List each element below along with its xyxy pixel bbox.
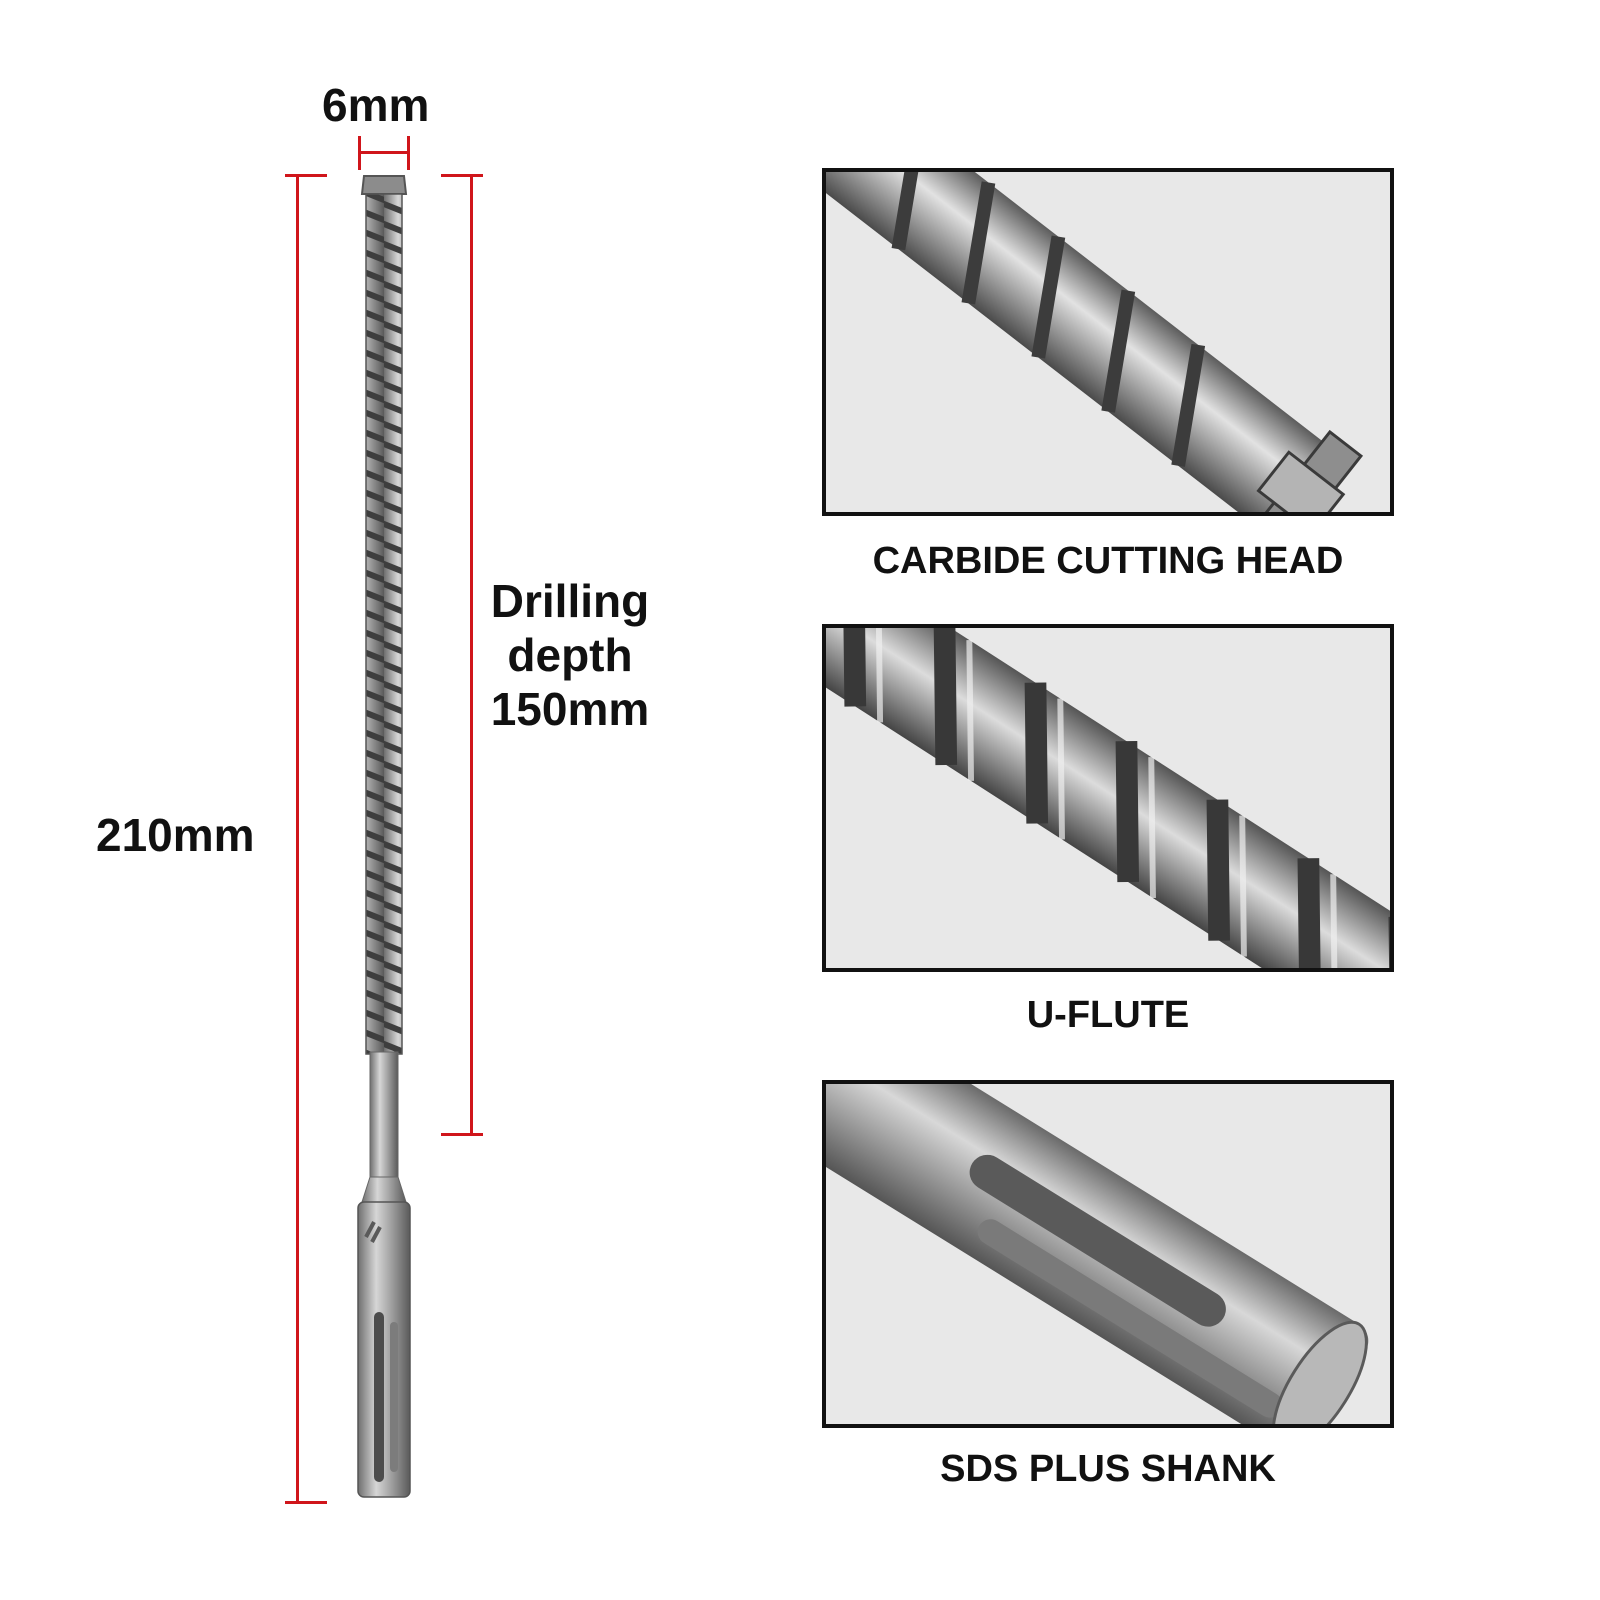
u-flute-panel bbox=[822, 624, 1394, 972]
drilling-depth-line-1: Drilling bbox=[490, 575, 650, 627]
carbide-head-caption: CARBIDE CUTTING HEAD bbox=[872, 540, 1344, 582]
drill-bit-image bbox=[357, 175, 411, 1498]
width-dimension-label: 6mm bbox=[322, 79, 430, 131]
carbide-head-panel bbox=[822, 168, 1394, 516]
depth-measure-top-tick bbox=[441, 174, 483, 177]
length-measure-line bbox=[296, 174, 299, 1504]
depth-measure-line bbox=[470, 174, 473, 1136]
sds-shank-panel bbox=[822, 1080, 1394, 1428]
width-measure-line bbox=[358, 151, 410, 154]
depth-measure-bottom-tick bbox=[441, 1133, 483, 1136]
drilling-depth-label: Drilling depth 150mm bbox=[470, 574, 670, 736]
length-measure-top-tick bbox=[285, 174, 327, 177]
u-flute-image bbox=[826, 628, 1390, 968]
sds-shank-image bbox=[826, 1084, 1369, 1424]
carbide-head-image bbox=[826, 172, 1364, 512]
drilling-depth-line-2: depth bbox=[507, 629, 633, 681]
length-measure-bottom-tick bbox=[285, 1501, 327, 1504]
drilling-depth-line-3: 150mm bbox=[490, 683, 650, 735]
sds-shank-caption: SDS PLUS SHANK bbox=[940, 1448, 1276, 1490]
length-dimension-label: 210mm bbox=[96, 809, 255, 861]
u-flute-caption: U-FLUTE bbox=[1026, 994, 1190, 1036]
